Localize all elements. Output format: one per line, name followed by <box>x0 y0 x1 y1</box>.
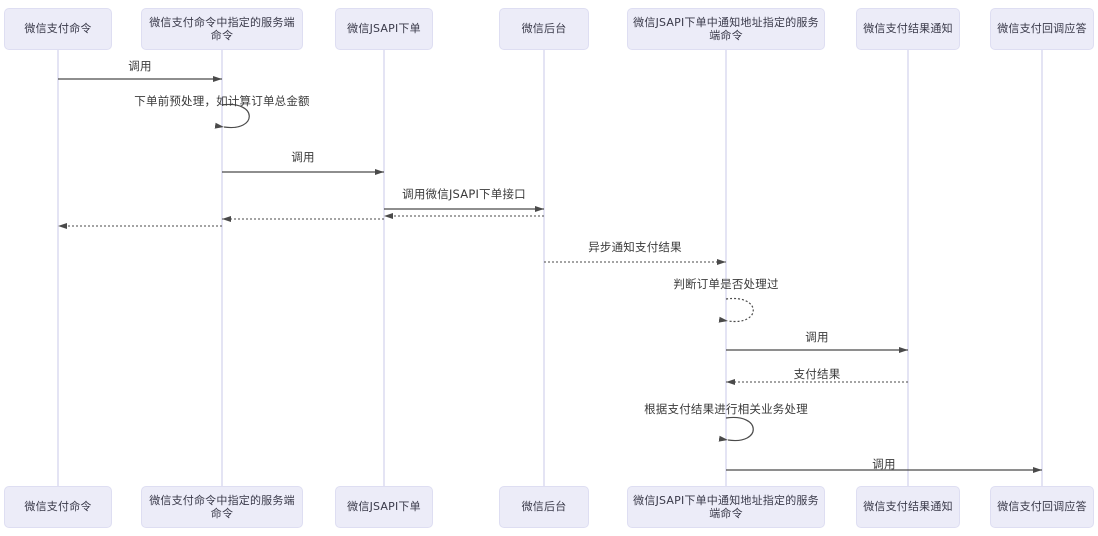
actor-label: 微信JSAPI下单 <box>347 22 421 36</box>
actor-top-pay_result[interactable]: 微信支付结果通知 <box>856 8 960 50</box>
actor-bottom-pay_cmd[interactable]: 微信支付命令 <box>4 486 112 528</box>
actor-label: 微信支付回调应答 <box>997 22 1087 36</box>
actor-label: 微信支付命令 <box>24 22 92 36</box>
actor-top-jsapi_order[interactable]: 微信JSAPI下单 <box>335 8 433 50</box>
actor-label: 微信支付结果通知 <box>863 22 953 36</box>
message-label-m12: 根据支付结果进行相关业务处理 <box>644 402 808 416</box>
message-label-m10: 调用 <box>805 330 829 344</box>
actor-bottom-wx_backend[interactable]: 微信后台 <box>499 486 589 528</box>
actor-label: 微信JSAPI下单 <box>347 500 421 514</box>
actor-top-notify_server[interactable]: 微信JSAPI下单中通知地址指定的服务端命令 <box>627 8 825 50</box>
message-label-m1: 调用 <box>128 59 152 73</box>
actor-label: 微信后台 <box>521 500 567 514</box>
actor-bottom-pay_result[interactable]: 微信支付结果通知 <box>856 486 960 528</box>
message-label-m11: 支付结果 <box>793 367 841 381</box>
actor-bottom-pay_callback[interactable]: 微信支付回调应答 <box>990 486 1094 528</box>
message-label-m13: 调用 <box>872 457 896 471</box>
actor-label: 微信支付命令中指定的服务端命令 <box>149 493 295 520</box>
messages-layer <box>58 75 1042 473</box>
actor-bottom-pay_cmd_server[interactable]: 微信支付命令中指定的服务端命令 <box>141 486 303 528</box>
message-label-m9: 判断订单是否处理过 <box>673 277 779 291</box>
actor-label: 微信JSAPI下单中通知地址指定的服务端命令 <box>633 493 819 520</box>
message-label-m4: 调用微信JSAPI下单接口 <box>402 187 526 201</box>
message-label-m3: 调用 <box>291 150 315 164</box>
actor-top-pay_callback[interactable]: 微信支付回调应答 <box>990 8 1094 50</box>
message-label-m8: 异步通知支付结果 <box>588 240 682 254</box>
message-label-m2: 下单前预处理，如计算订单总金额 <box>134 94 310 108</box>
actor-top-pay_cmd_server[interactable]: 微信支付命令中指定的服务端命令 <box>141 8 303 50</box>
actor-label: 微信支付回调应答 <box>997 500 1087 514</box>
actor-label: 微信JSAPI下单中通知地址指定的服务端命令 <box>633 15 819 42</box>
message-m9-self-arrow <box>718 297 754 323</box>
actor-top-wx_backend[interactable]: 微信后台 <box>499 8 589 50</box>
actor-bottom-jsapi_order[interactable]: 微信JSAPI下单 <box>335 486 433 528</box>
actor-bottom-notify_server[interactable]: 微信JSAPI下单中通知地址指定的服务端命令 <box>627 486 825 528</box>
actor-label: 微信支付命令中指定的服务端命令 <box>149 15 295 42</box>
actor-label: 微信支付命令 <box>24 500 92 514</box>
message-m2-self-arrow <box>214 103 250 129</box>
actor-top-pay_cmd[interactable]: 微信支付命令 <box>4 8 112 50</box>
lifelines-layer <box>57 50 1043 486</box>
actor-label: 微信支付结果通知 <box>863 500 953 514</box>
actor-label: 微信后台 <box>521 22 567 36</box>
message-m12-self-arrow <box>718 416 754 442</box>
